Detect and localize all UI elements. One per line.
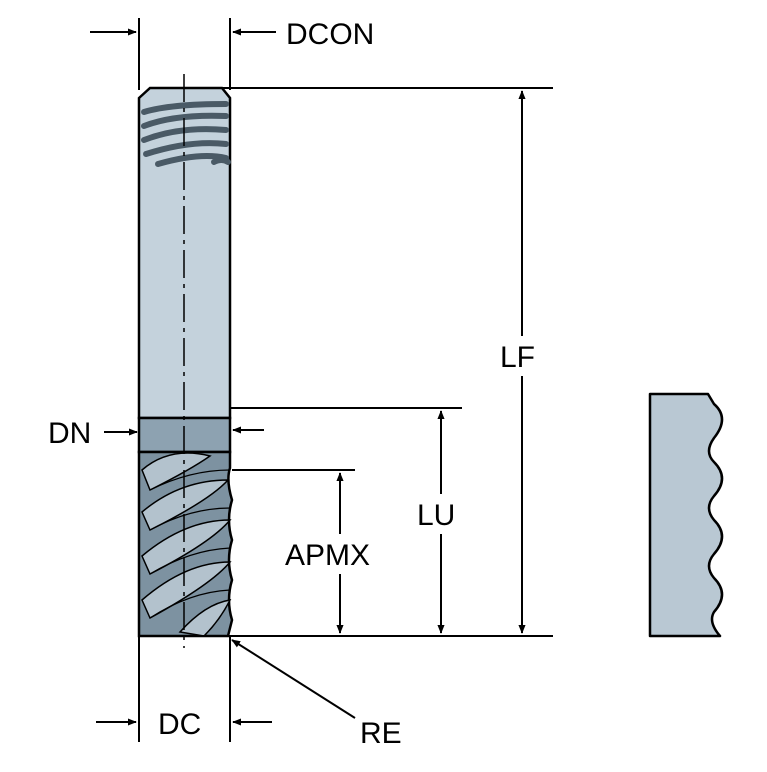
cutting-edge-profile <box>648 392 724 638</box>
end-mill-tool <box>137 74 234 648</box>
lu-label-bg <box>414 494 468 534</box>
label-lu: LU <box>417 499 455 532</box>
flute-edges <box>149 469 231 619</box>
label-lf: LF <box>500 341 535 374</box>
label-dn: DN <box>48 417 91 450</box>
label-re: RE <box>360 717 402 750</box>
flute-highlights <box>141 452 232 637</box>
dimension-arrows <box>90 28 526 726</box>
apmx-label-bg <box>282 534 398 574</box>
extension-lines <box>138 18 553 742</box>
dimension-labels: DCON DN LF LU APMX DC RE <box>48 18 535 750</box>
label-dcon: DCON <box>286 18 374 51</box>
lf-label-bg <box>497 336 547 376</box>
re-leader-line <box>231 639 356 719</box>
label-apmx: APMX <box>285 539 370 572</box>
label-dc: DC <box>158 708 201 741</box>
shank-grip-grooves <box>141 101 231 167</box>
